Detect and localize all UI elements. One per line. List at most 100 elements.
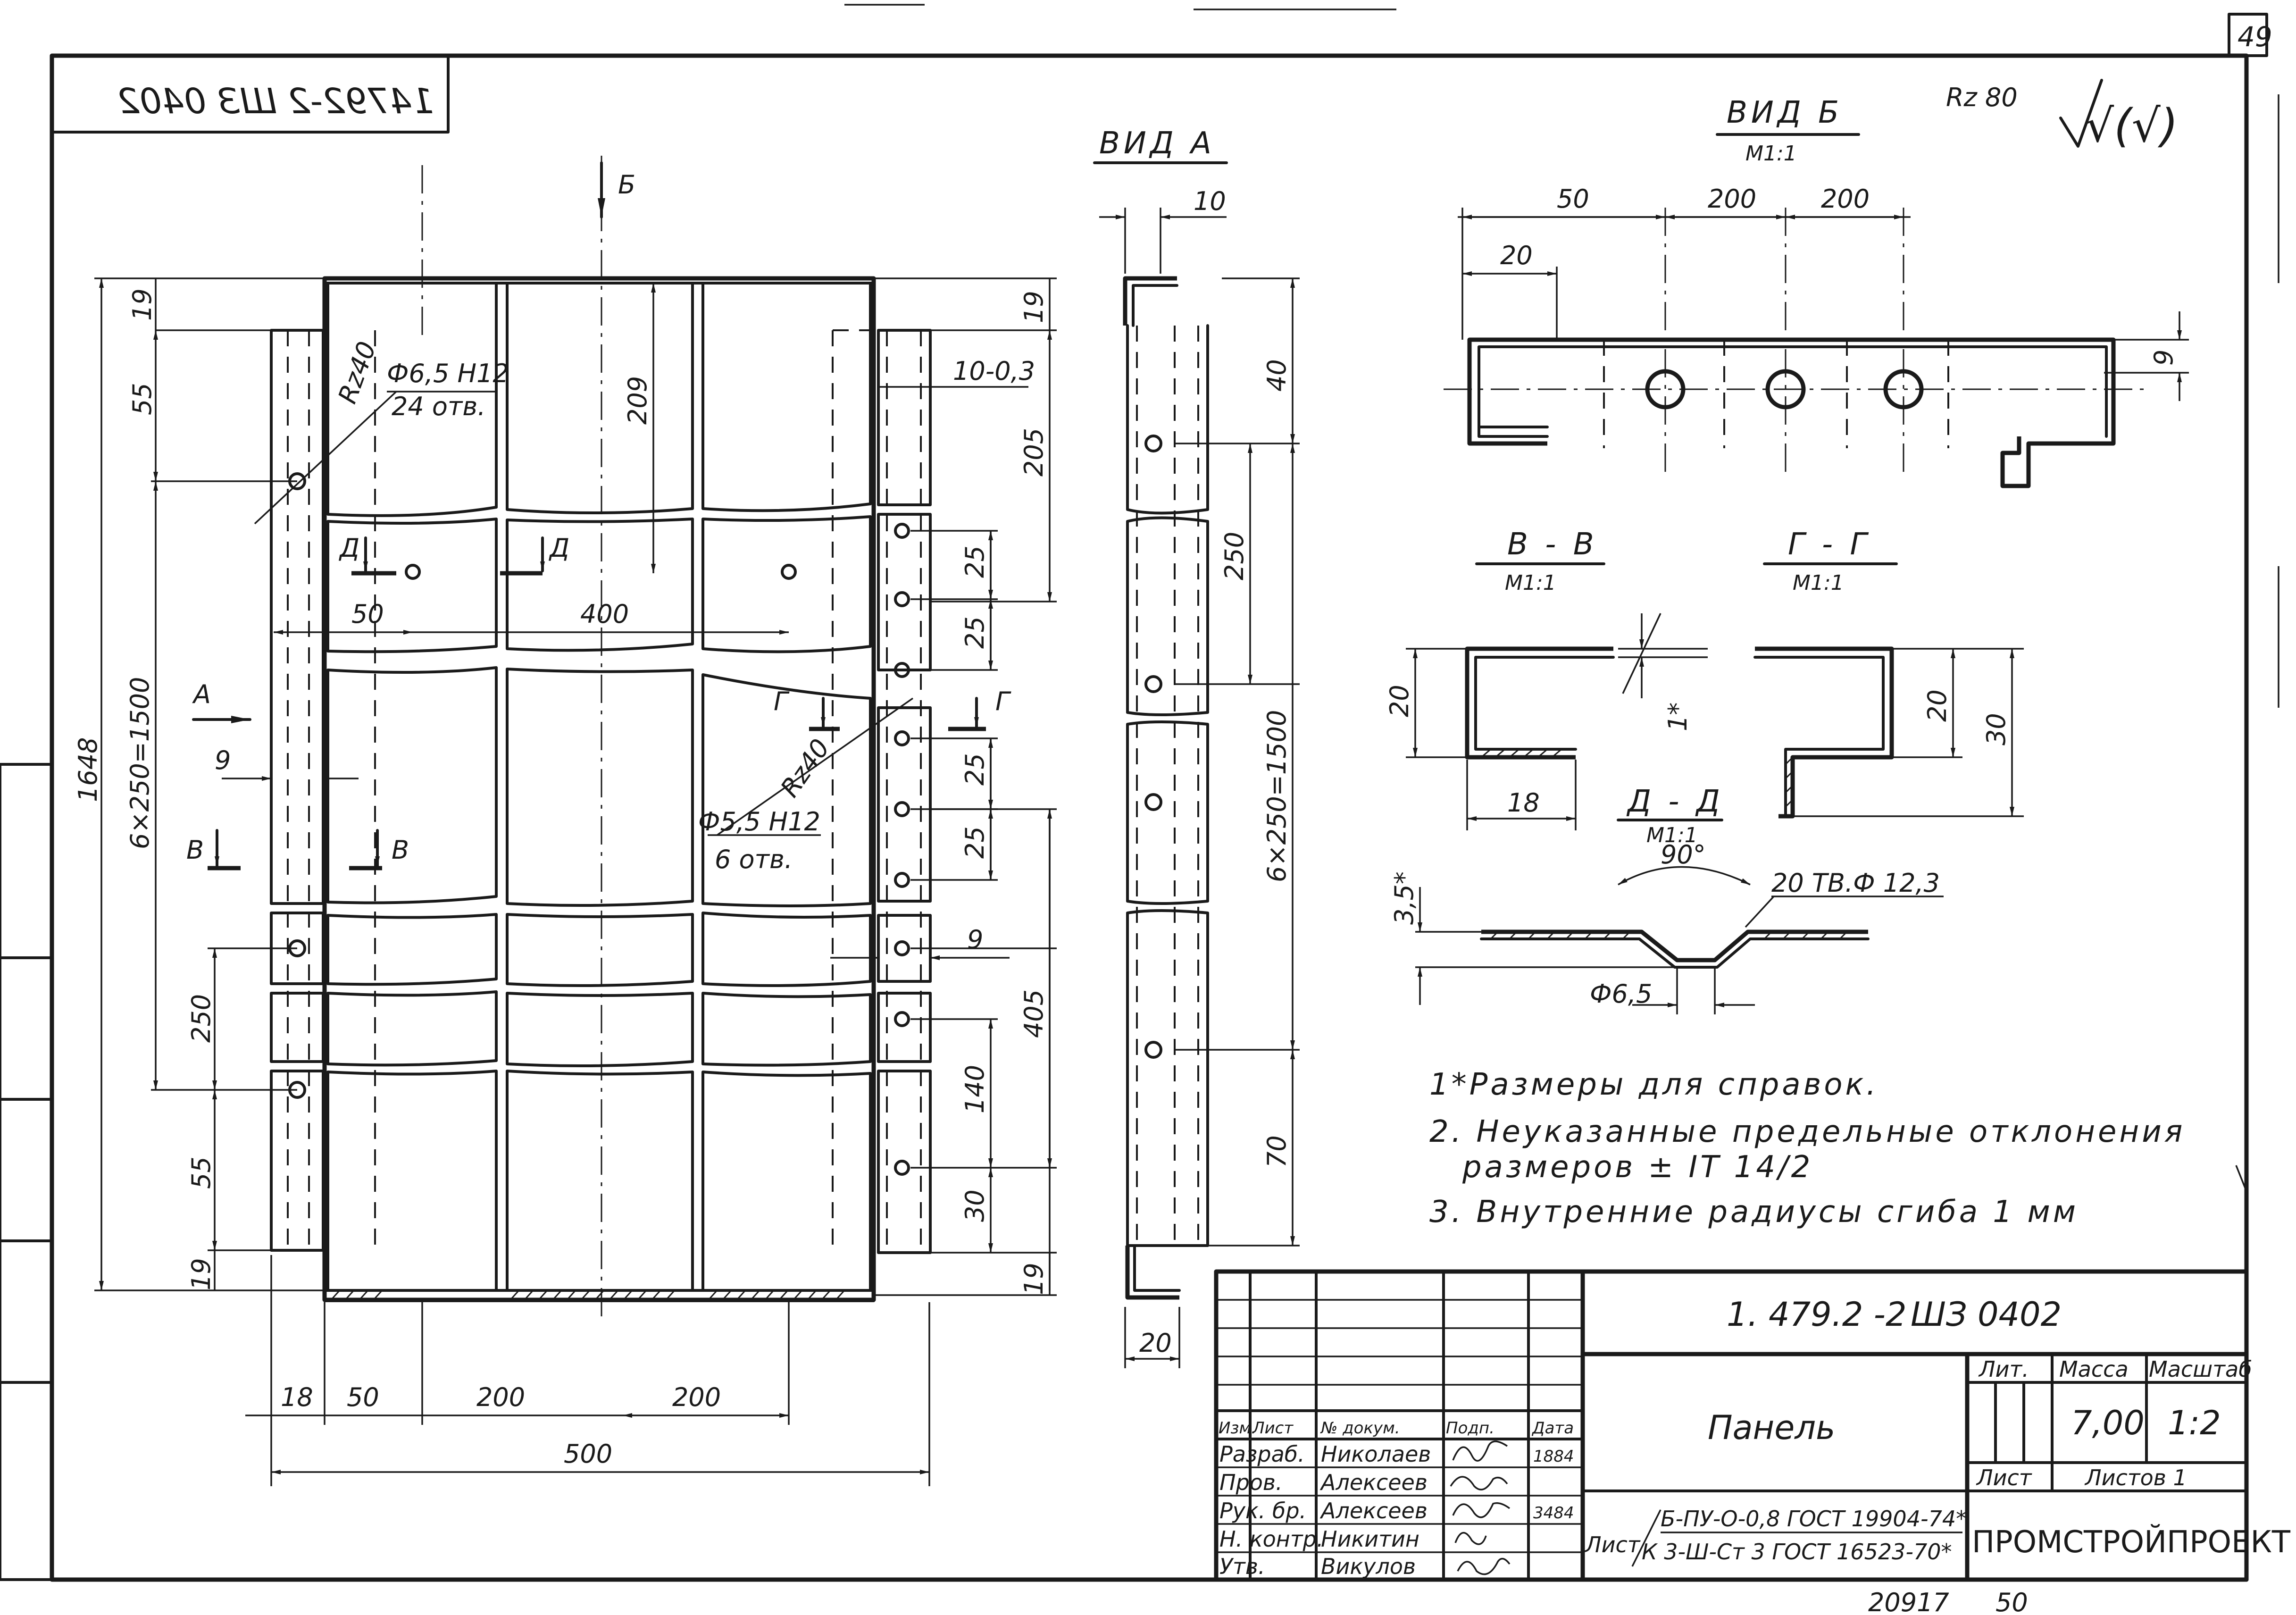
view-a-dim-70: 70: [1262, 1135, 1292, 1168]
dim-9-right: 9: [967, 925, 983, 954]
tb-role-date: 1884: [1533, 1447, 1574, 1466]
dim-left-pitch: 6×250=1500: [125, 677, 155, 849]
hole: [405, 564, 421, 580]
dim-205: 205: [1019, 428, 1049, 477]
section-gg-title: Г - Г: [1788, 527, 1870, 562]
tb-role-name: Алексеев: [1319, 1470, 1428, 1495]
tb-role: Утв.: [1219, 1554, 1265, 1579]
view-a-dim-20: 20: [1139, 1328, 1172, 1358]
section-gg-scale: М1:1: [1793, 571, 1844, 595]
section-dd-dim-65: Ф6,5: [1590, 979, 1652, 1009]
dim-209: 209: [623, 376, 652, 425]
hole: [781, 564, 797, 580]
hole: [894, 801, 910, 817]
dim-10-03: 10-0,3: [953, 356, 1035, 386]
tb-header-date: Дата: [1531, 1419, 1574, 1438]
section-v-v: В - В М1:1 20 18 1*: [1385, 527, 1708, 830]
right-flange-strip: [832, 329, 932, 1254]
title-block: Изм. Лист № докум. Подп. Дата Разраб. Ни…: [1214, 1269, 2291, 1582]
view-a-hole: [1144, 435, 1162, 452]
section-vv-scale: М1:1: [1505, 571, 1556, 595]
hole: [894, 872, 910, 888]
section-d-d: Д - Д М1:1 90° 20 ТВ.Ф 12,3 3,5* Ф6,5: [1389, 784, 1944, 1014]
main-view-panel: Б Ф6,5 Н12 24 отв. Rz40 Ф5,5 Н12 6 отв. …: [73, 156, 1057, 1486]
section-marks: Д Д Г Г В В А: [186, 533, 1011, 870]
mounting-holes: [288, 472, 910, 1176]
section-gg-dim-20: 20: [1922, 689, 1952, 722]
left-dimensions: 1648 6×250=1500 19 55 250 55 19 9: [73, 277, 359, 1291]
tb-material-prefix: Лист: [1584, 1532, 1641, 1557]
technical-notes: 1*Размеры для справок. 2. Неуказанные пр…: [1429, 1067, 2246, 1230]
tb-header-sign: Подп.: [1446, 1419, 1494, 1438]
section-v-right: В: [392, 835, 409, 865]
dim-bottom-200a: 200: [476, 1382, 525, 1412]
cut-marker-b: Б: [598, 161, 635, 218]
note-3: 3. Внутренние радиусы сгиба 1 мм: [1429, 1195, 2079, 1230]
section-v-left: В: [186, 835, 204, 865]
left-flange-strip: [270, 329, 376, 1252]
inner-dimensions: 209 50 400: [274, 283, 789, 635]
tb-role-name: Николаев: [1321, 1441, 1431, 1467]
roughness-symbol: Rz 80 √(√): [1946, 79, 2178, 152]
dim-25-a: 25: [960, 545, 990, 578]
hole-note-large-size: Ф6,5 Н12: [387, 359, 509, 388]
view-b-scale: М1:1: [1745, 142, 1797, 166]
dim-25-b: 25: [960, 616, 990, 649]
hole: [894, 591, 910, 607]
view-b-title: ВИД Б: [1727, 95, 1843, 130]
right-dimensions: 10-0,3 205 19 25 25 25 25: [830, 277, 1057, 1296]
hole: [894, 1011, 910, 1027]
tb-designation: 1. 479.2 -2: [1727, 1295, 1906, 1334]
dim-19-right-top: 19: [1019, 291, 1049, 323]
view-a: ВИД А 10 20 40 250: [1093, 126, 1300, 1368]
view-b: ВИД Б М1:1 50 200 200 20 9: [1444, 95, 2189, 488]
tb-organization: ПРОМСТРОЙПРОЕКТ: [1972, 1524, 2291, 1560]
tb-role-date: 3484: [1533, 1504, 1574, 1523]
dim-bottom-200b: 200: [672, 1382, 721, 1412]
panel-cells: [326, 282, 872, 1292]
dim-25-d: 25: [960, 826, 990, 859]
hole-note-small: Ф5,5 Н12 6 отв. Rz40: [698, 697, 914, 874]
note-2-cont: размеров ± IT 14/2: [1462, 1150, 1813, 1185]
stamp-mirrored-text: 14792-2 ШЗ 0402: [117, 81, 434, 122]
tb-role-name: Никитин: [1321, 1526, 1419, 1552]
dim-bottom-500: 500: [564, 1439, 612, 1469]
dim-bottom-50: 50: [347, 1382, 379, 1412]
section-dd-title: Д - Д: [1626, 784, 1724, 819]
section-dd-holes: 20 ТВ.Ф 12,3: [1771, 868, 1940, 898]
sheet-frame: 49: [0, 4, 2279, 1582]
section-g-right: Г: [995, 686, 1011, 716]
footer-number: 20917: [1868, 1588, 1949, 1615]
view-a-dim-40: 40: [1262, 359, 1292, 392]
section-vv-title: В - В: [1507, 527, 1598, 562]
roughness-label: Rz 80: [1946, 83, 2018, 112]
tb-sheets-label: Листов 1: [2084, 1465, 2187, 1490]
bottom-dimensions: 18 50 200 200 500: [245, 1255, 930, 1486]
hole-note-large-count: 24 отв.: [392, 392, 485, 421]
dim-140: 140: [960, 1065, 990, 1113]
tb-material-line2: К 3-Ш-Ст 3 ГОСТ 16523-70*: [1642, 1539, 1952, 1565]
view-b-dim-20: 20: [1500, 241, 1533, 270]
dim-left-overall: 1648: [73, 737, 103, 802]
tb-role-name: Алексеев: [1319, 1498, 1428, 1523]
section-gg-hatch: [1785, 756, 1794, 808]
hole: [894, 1160, 910, 1176]
tb-code: ШЗ 0402: [1911, 1295, 2062, 1334]
note-2: 2. Неуказанные предельные отклонения: [1429, 1114, 2185, 1149]
view-b-dim-9: 9: [2149, 350, 2179, 366]
section-g-g: Г - Г М1:1 20 30: [1753, 527, 2024, 819]
hole: [894, 662, 910, 678]
dim-19-right-bottom: 19: [1019, 1263, 1049, 1295]
view-b-dim-200b: 200: [1821, 184, 1870, 214]
tb-role: Н. контр.: [1219, 1526, 1323, 1552]
stamp-mirrored: 14792-2 ШЗ 0402: [50, 54, 450, 134]
dim-9: 9: [215, 745, 231, 775]
roughness-paren-symbol: √(√): [2085, 100, 2178, 152]
tb-role: Пров.: [1219, 1470, 1283, 1495]
view-b-dim-50: 50: [1557, 184, 1589, 214]
view-a-hole: [1144, 793, 1162, 811]
section-dd-angle: 90°: [1661, 840, 1706, 870]
tb-material-line1: Б-ПУ-О-0,8 ГОСТ 19904-74*: [1661, 1506, 1967, 1531]
section-vv-dim-18: 18: [1507, 788, 1540, 818]
